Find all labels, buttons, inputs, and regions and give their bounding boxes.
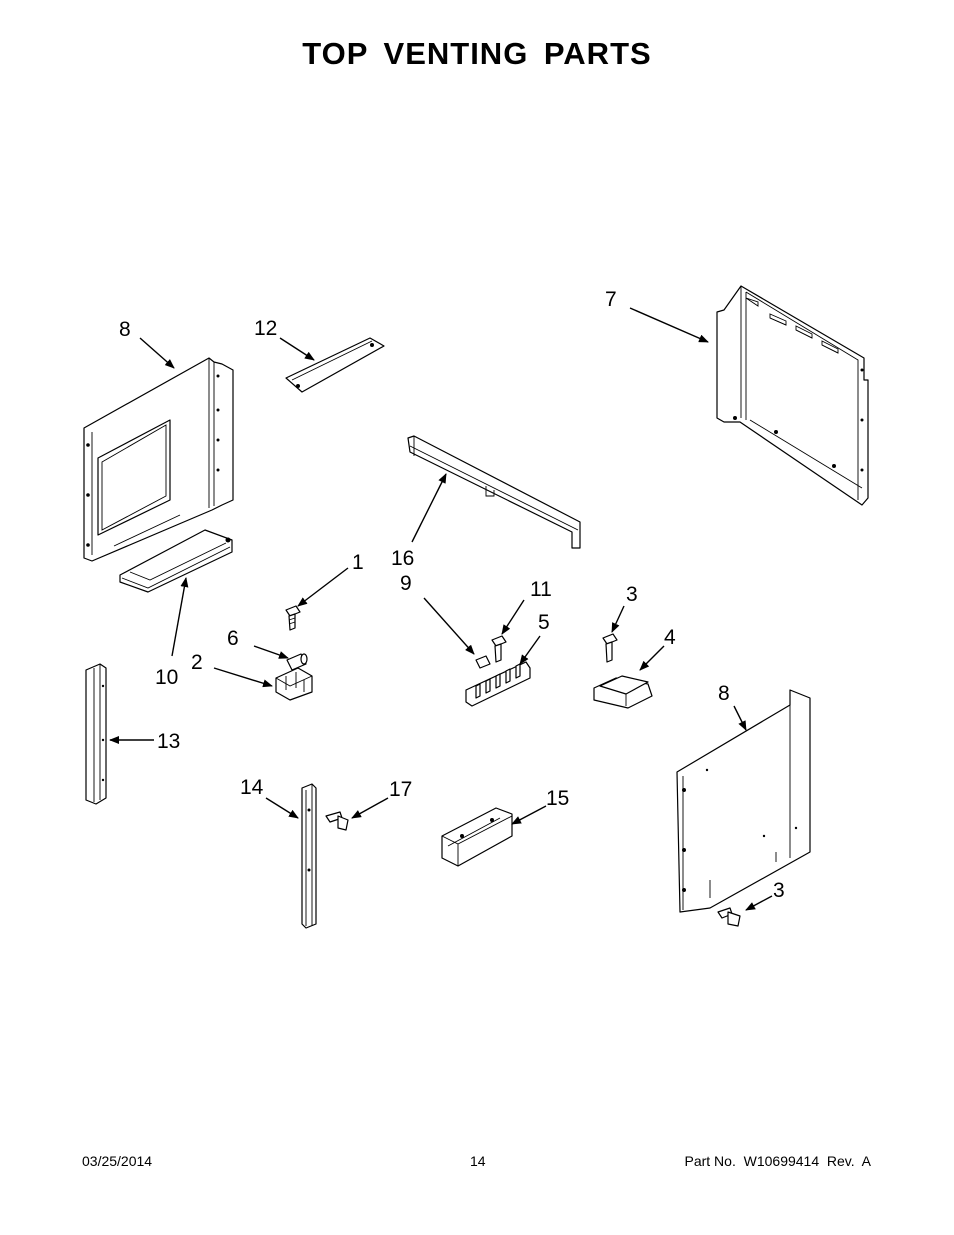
callout-12: 12 [254, 317, 277, 340]
callout-11: 11 [530, 578, 552, 601]
part-14-vertical-strip [301, 783, 317, 929]
part-3-screw-upper [602, 633, 618, 663]
part-15-bracket [441, 807, 513, 867]
callout-8-upper: 8 [119, 318, 131, 341]
callout-5: 5 [538, 611, 550, 634]
callout-9: 9 [400, 572, 412, 595]
part-10-vent-bracket [119, 529, 233, 593]
part-8-left-panel [83, 357, 234, 562]
part-8-right-panel [676, 689, 811, 913]
part-5-terminal-block [465, 661, 531, 707]
callout-7: 7 [605, 288, 617, 311]
part-9-nut [475, 655, 491, 669]
part-1-screw [285, 605, 301, 631]
part-4-module [593, 675, 653, 709]
callout-10: 10 [155, 666, 178, 689]
page-title: TOP VENTING PARTS [302, 36, 652, 71]
callout-3-lower: 3 [773, 879, 785, 902]
part-17-screw [325, 811, 349, 831]
part-12-plate [285, 337, 385, 393]
callout-labels: 8 12 7 16 1 9 11 5 3 4 6 2 10 8 13 14 17… [119, 288, 785, 902]
callout-16: 16 [391, 547, 414, 570]
callout-8-lower: 8 [718, 682, 730, 705]
callout-6: 6 [227, 627, 239, 650]
callout-14: 14 [240, 776, 264, 799]
callout-4: 4 [664, 626, 676, 649]
part-3-screw-lower [717, 907, 741, 927]
footer-date: 03/25/2014 [82, 1153, 153, 1169]
callout-13: 13 [157, 730, 180, 753]
callout-1: 1 [352, 551, 364, 574]
callout-2: 2 [191, 651, 203, 674]
part-2-fuse-holder [275, 667, 313, 701]
part-7-rear-panel [716, 285, 869, 506]
footer-page-number: 14 [470, 1153, 486, 1169]
part-11-screw [491, 635, 507, 663]
leader-lines [109, 307, 773, 911]
footer-part-number: Part No. W10699414 Rev. A [684, 1153, 871, 1169]
part-16-rail [407, 435, 581, 549]
callout-3-upper: 3 [626, 583, 638, 606]
part-6-fuse [286, 653, 308, 671]
part-13-side-strip [85, 663, 107, 805]
callout-17: 17 [389, 778, 412, 801]
callout-15: 15 [546, 787, 569, 810]
